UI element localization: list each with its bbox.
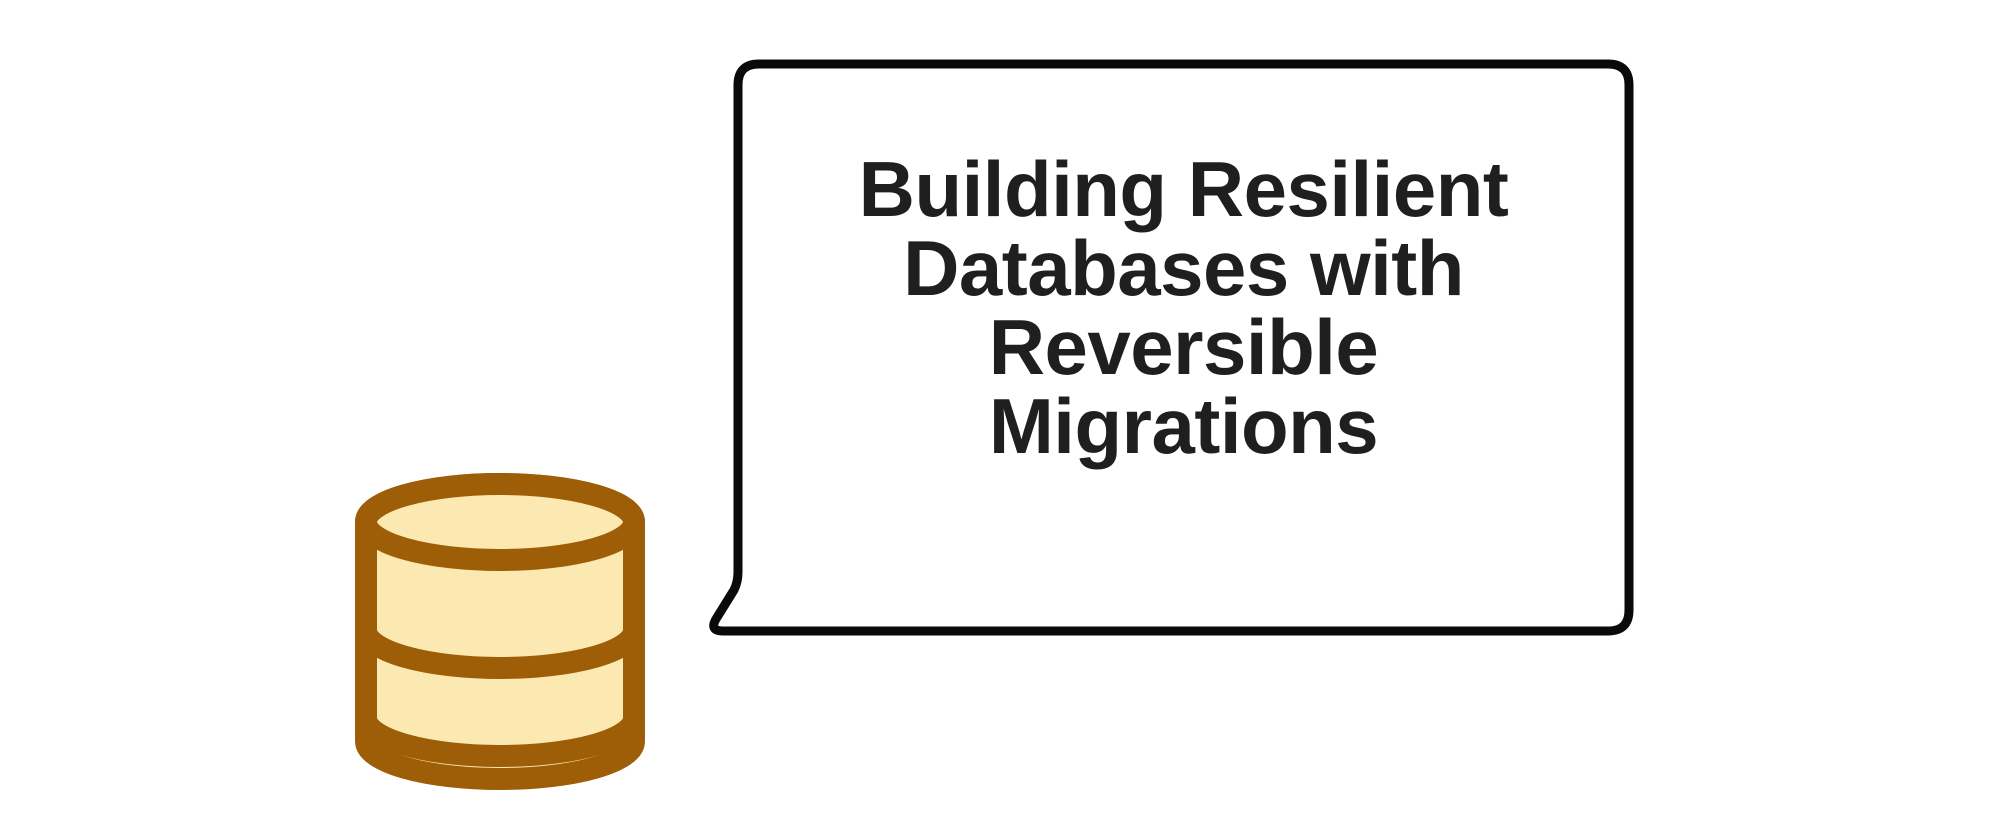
database-band-upper (355, 628, 645, 679)
database-top-ellipse (355, 473, 645, 571)
database-band-lower (355, 716, 645, 767)
database-icon (355, 473, 645, 790)
speech-bubble (709, 59, 1634, 636)
bubble-title: Building Resilient Databases with Revers… (858, 145, 1509, 470)
